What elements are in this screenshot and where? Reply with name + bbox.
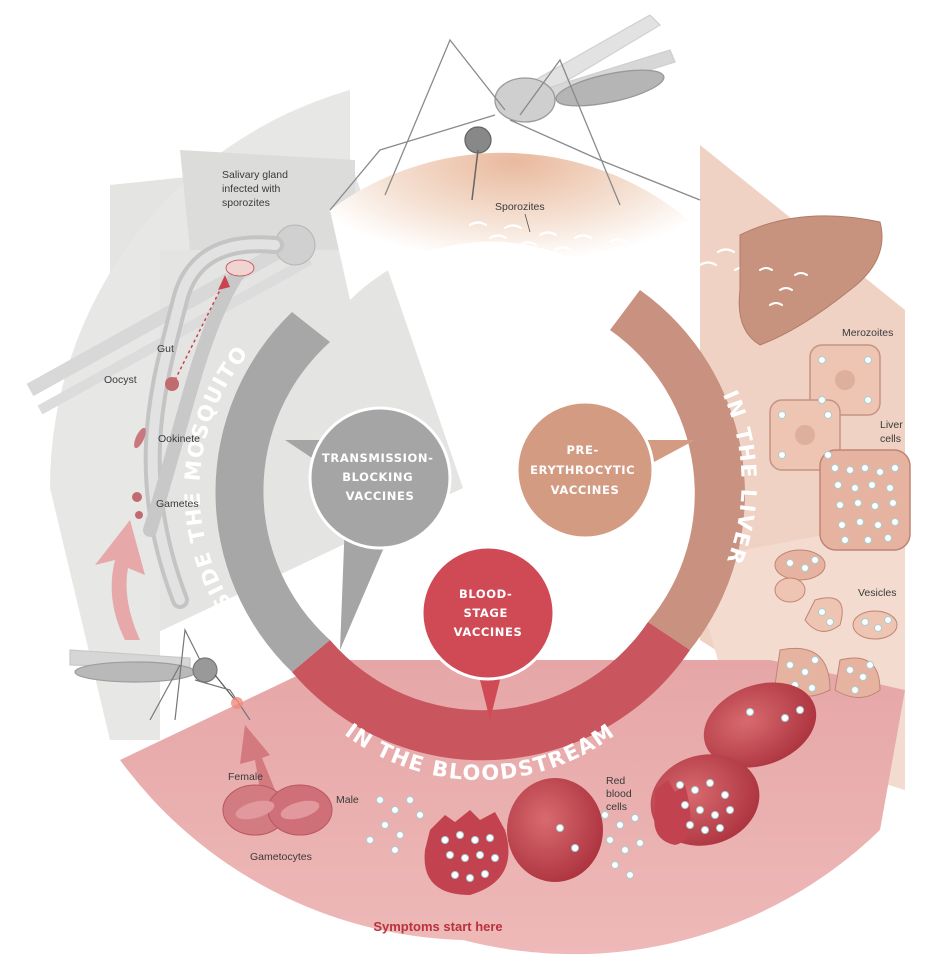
male-label: Male (336, 794, 359, 806)
vesicles-label: Vesicles (858, 587, 897, 599)
ring-liver-segment (610, 290, 745, 650)
transmission-vaccine-label: TRANSMISSION- BLOCKING VACCINES (322, 451, 438, 503)
transmission-arrow-icon (95, 520, 145, 640)
sporozites-label: Sporozites (495, 201, 545, 213)
liver-organ (738, 215, 883, 346)
oocyst-label: Oocyst (104, 374, 137, 386)
bite-point-icon (231, 697, 243, 709)
transmission-blocking-bubble: TRANSMISSION- BLOCKING VACCINES (285, 406, 452, 650)
gametes-label: Gametes (156, 498, 199, 510)
biting-mosquito-illustration (329, 14, 701, 211)
gametes-icon (132, 492, 143, 519)
pre-erythrocytic-bubble: PRE- ERYTHROCYTIC VACCINES (515, 400, 695, 540)
ring-mosquito-segment (215, 312, 330, 672)
merozoite-blood-dots (366, 706, 804, 882)
blood-stage-label: BLOOD- STAGE VACCINES (454, 587, 523, 639)
red-blood-cells-group (424, 682, 817, 895)
mosquito-sector-bg (110, 160, 463, 655)
oocyst-icon (165, 377, 179, 391)
mosquito-gut-illustration (26, 224, 316, 609)
liver-cells-label: Liver cells (880, 419, 906, 445)
gametocytes-group (222, 784, 333, 836)
red-blood-cells-label: Red blood cells (606, 775, 635, 813)
merozoites-label: Merozoites (842, 327, 893, 339)
mosquito-arrow-head (180, 150, 355, 250)
gut-label: Gut (157, 343, 174, 355)
blood-stage-bubble: BLOOD- STAGE VACCINES (420, 545, 556, 720)
ookinete-label: Ookinete (158, 433, 200, 445)
ring-blood-segment (292, 622, 690, 761)
gametocyte-arrow-icon (240, 725, 275, 790)
salivary-gland-label: Salivary gland infected with sporozites (222, 169, 291, 209)
skin-band (330, 152, 700, 320)
ookinete-icon (134, 427, 146, 449)
gametocytes-label: Gametocytes (250, 851, 312, 863)
feeding-mosquito-illustration (69, 627, 251, 721)
merozoite-dots (778, 356, 899, 694)
symptoms-label: Symptoms start here (373, 919, 502, 934)
pre-erythrocytic-label: PRE- ERYTHROCYTIC VACCINES (530, 443, 640, 497)
female-label: Female (228, 771, 263, 783)
